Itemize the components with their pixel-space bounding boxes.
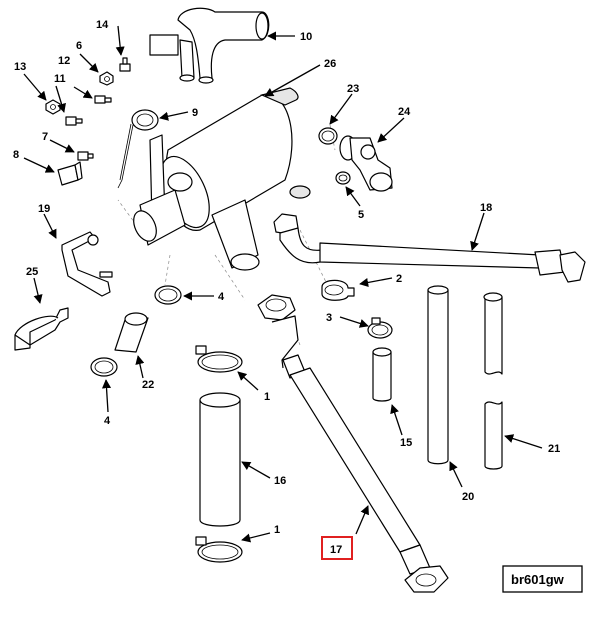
part-23-o-ring[interactable] <box>318 127 338 145</box>
part-20-long-tube[interactable] <box>427 285 449 465</box>
reference-code: br601gw <box>511 572 565 587</box>
part-26-muffler[interactable] <box>129 87 311 271</box>
callout-25: 25 <box>26 266 38 278</box>
callout-24: 24 <box>398 106 411 118</box>
part-14-bolt[interactable] <box>119 57 131 72</box>
callout-7: 7 <box>42 131 48 143</box>
callout-17-selected[interactable]: 17 <box>321 536 353 560</box>
callout-17: 17 <box>330 544 342 556</box>
callout-13: 13 <box>14 61 26 73</box>
part-24-elbow-fitting[interactable] <box>339 135 393 192</box>
part-1-clamp-upper[interactable] <box>195 345 243 373</box>
callout-16: 16 <box>274 475 286 487</box>
part-5-o-ring[interactable] <box>335 171 351 185</box>
part-8-bracket[interactable] <box>57 161 83 186</box>
callout-22: 22 <box>142 379 154 391</box>
callout-10: 10 <box>300 31 312 43</box>
callout-15: 15 <box>400 437 412 449</box>
callout-leaders <box>23 25 543 543</box>
part-6-nut[interactable] <box>99 71 114 86</box>
callout-26: 26 <box>324 58 336 70</box>
part-25-clamp-half[interactable] <box>14 307 69 351</box>
callout-4-upper: 4 <box>218 291 225 303</box>
callout-23: 23 <box>347 83 359 95</box>
part-9-rain-cap[interactable] <box>117 109 159 189</box>
part-22-sleeve[interactable] <box>114 312 149 353</box>
part-7-bolt[interactable] <box>77 151 94 161</box>
part-17-flex-hose[interactable] <box>257 294 449 593</box>
part-10-inlet-pipe[interactable] <box>149 7 270 84</box>
callout-12: 12 <box>58 55 70 67</box>
part-19-mounting-bracket[interactable] <box>61 231 113 297</box>
callout-5: 5 <box>358 209 364 221</box>
callout-2: 2 <box>396 273 402 285</box>
callout-18: 18 <box>480 202 492 214</box>
reference-code-box: br601gw <box>502 565 583 593</box>
callout-1-upper: 1 <box>264 391 270 403</box>
callout-21: 21 <box>548 443 560 455</box>
callout-1-lower: 1 <box>274 524 280 536</box>
callout-8: 8 <box>13 149 19 161</box>
part-15-short-tube[interactable] <box>372 347 392 402</box>
part-2-clamp[interactable] <box>321 279 355 301</box>
callout-11: 11 <box>54 73 66 85</box>
part-12-bolt[interactable] <box>94 95 112 104</box>
part-11-bolt[interactable] <box>65 116 83 126</box>
part-16-exhaust-tube[interactable] <box>199 392 241 527</box>
callout-6: 6 <box>76 40 82 52</box>
callout-19: 19 <box>38 203 50 215</box>
callout-labels: 10 14 6 12 13 11 7 8 9 26 23 24 5 18 19 … <box>13 19 560 536</box>
part-4-clamp-upper[interactable] <box>154 285 182 305</box>
part-18-tailpipe-assembly[interactable] <box>273 213 586 283</box>
selection-highlight-box <box>321 536 353 560</box>
part-1-clamp-lower[interactable] <box>195 536 243 563</box>
callout-4-lower: 4 <box>104 415 111 427</box>
part-3-clamp[interactable] <box>367 317 393 339</box>
callout-20: 20 <box>462 491 474 503</box>
part-4-clamp-lower[interactable] <box>90 357 118 377</box>
part-21-tube[interactable] <box>483 292 503 470</box>
callout-3: 3 <box>326 312 332 324</box>
part-13-nut[interactable] <box>45 99 61 115</box>
callout-14: 14 <box>96 19 109 31</box>
callout-9: 9 <box>192 107 198 119</box>
